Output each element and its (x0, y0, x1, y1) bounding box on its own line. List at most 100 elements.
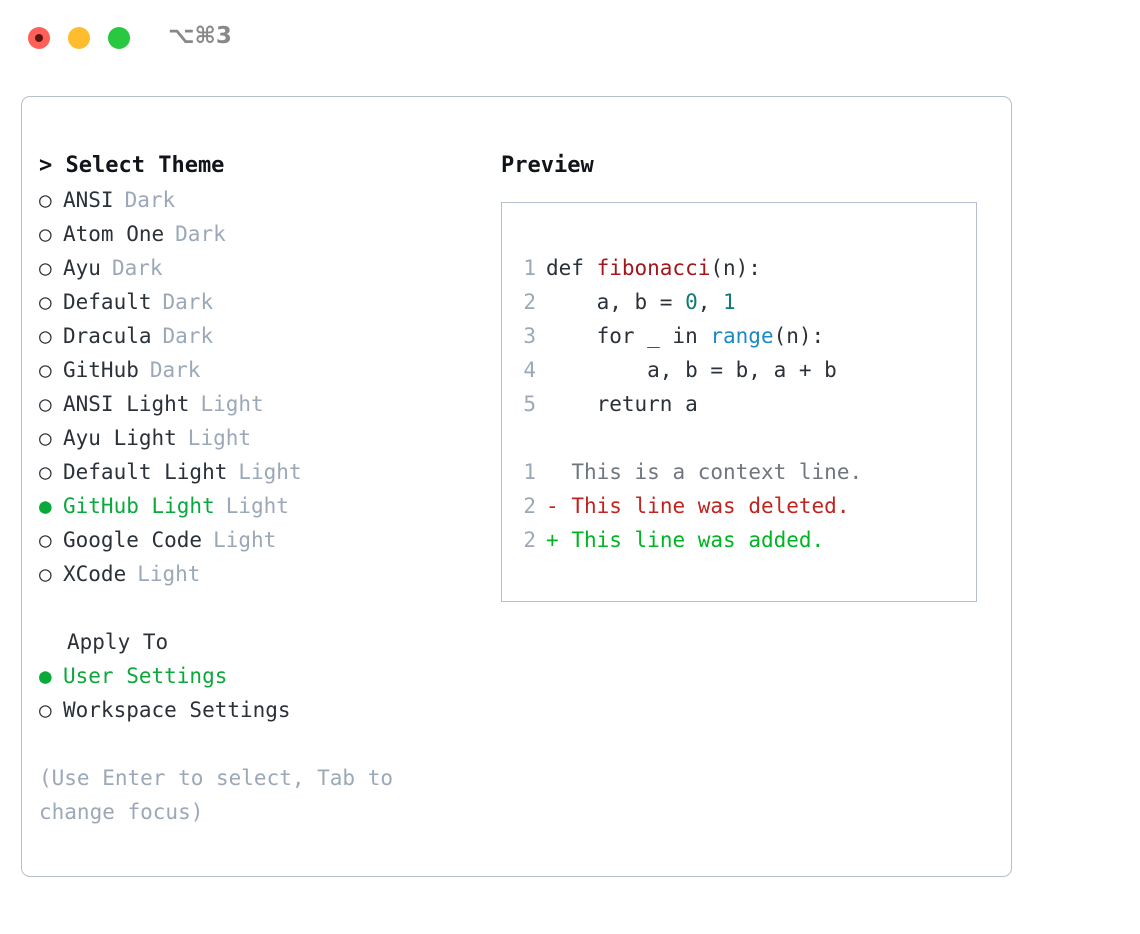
apply-to-list: ● User Settings ○ Workspace Settings (39, 659, 479, 727)
keyboard-shortcut-label: ⌥⌘3 (168, 23, 232, 49)
code-content: return a (546, 387, 698, 421)
code-token-plain: for _ in (546, 324, 711, 348)
diff-line-ctx: 1 This is a context line. (502, 455, 976, 489)
theme-option-tag: Light (200, 392, 264, 416)
code-content: def fibonacci(n): (546, 251, 761, 285)
radio-unselected-icon: ○ (39, 528, 52, 552)
theme-option-tag: Dark (162, 290, 214, 314)
diff-marker: + (546, 528, 559, 552)
apply-to-option-workspace-settings[interactable]: ○ Workspace Settings (39, 693, 479, 727)
code-token-plain: def (546, 256, 597, 280)
apply-to-header: Apply To (67, 630, 169, 654)
title-bar: ⌥⌘3 (0, 0, 1140, 78)
radio-unselected-icon: ○ (39, 358, 52, 382)
theme-option-github-light[interactable]: ● GitHub Light Light (39, 489, 479, 523)
diff-text: This line was deleted. (571, 494, 850, 518)
window-controls (28, 27, 130, 49)
diff-text: This is a context line. (571, 460, 863, 484)
radio-unselected-icon: ○ (39, 562, 52, 586)
line-number: 4 (523, 358, 536, 382)
code-token-plain: return a (546, 392, 698, 416)
code-token-plain: , (697, 290, 724, 314)
radio-unselected-icon: ○ (39, 460, 52, 484)
diff-content: - This line was deleted. (546, 489, 849, 523)
hint-spacer (39, 727, 479, 761)
radio-unselected-icon: ○ (39, 222, 52, 246)
theme-option-ayu-light[interactable]: ○ Ayu Light Light (39, 421, 479, 455)
theme-option-default[interactable]: ○ Default Dark (39, 285, 479, 319)
radio-unselected-icon: ○ (39, 698, 52, 722)
theme-option-label: Default Light (63, 460, 228, 484)
apply-to-option-label: Workspace Settings (63, 698, 291, 722)
apply-to-option-label: User Settings (63, 664, 228, 688)
theme-option-label: Atom One (63, 222, 165, 246)
line-number: 1 (523, 256, 536, 280)
diff-text: This line was added. (571, 528, 825, 552)
code-token-num: 1 (723, 290, 736, 314)
theme-option-label: XCode (63, 562, 127, 586)
diff-sample: 1 This is a context line.2- This line wa… (502, 455, 976, 557)
list-spacer (39, 591, 479, 625)
theme-option-google-code[interactable]: ○ Google Code Light (39, 523, 479, 557)
code-content: a, b = 0, 1 (546, 285, 736, 319)
theme-option-label: Ayu (63, 256, 101, 280)
theme-option-default-light[interactable]: ○ Default Light Light (39, 455, 479, 489)
radio-unselected-icon: ○ (39, 188, 52, 212)
maximize-window-icon[interactable] (108, 27, 130, 49)
theme-option-label: GitHub (63, 358, 139, 382)
theme-option-tag: Light (225, 494, 289, 518)
diff-content: This is a context line. (546, 455, 862, 489)
radio-unselected-icon: ○ (39, 256, 52, 280)
close-window-icon[interactable] (28, 27, 50, 49)
theme-option-label: GitHub Light (63, 494, 215, 518)
radio-selected-icon: ● (39, 494, 52, 518)
theme-option-tag: Light (238, 460, 302, 484)
radio-selected-icon: ● (39, 664, 52, 688)
theme-option-tag: Light (213, 528, 277, 552)
theme-option-github[interactable]: ○ GitHub Dark (39, 353, 479, 387)
theme-option-tag: Light (187, 426, 252, 450)
code-content: for _ in range(n): (546, 319, 825, 353)
diff-marker: - (546, 494, 559, 518)
code-diff-gap (502, 421, 976, 455)
theme-option-label: ANSI (63, 188, 114, 212)
code-token-plain: (n): (773, 324, 825, 348)
diff-line-add: 2 + This line was added. (502, 523, 976, 557)
theme-option-tag: Dark (111, 256, 163, 280)
theme-option-label: Ayu Light (63, 426, 177, 450)
theme-option-atom-one[interactable]: ○ Atom One Dark (39, 217, 479, 251)
theme-option-ayu[interactable]: ○ Ayu Dark (39, 251, 479, 285)
theme-option-tag: Dark (149, 358, 201, 382)
radio-unselected-icon: ○ (39, 426, 52, 450)
code-token-num: 0 (685, 290, 698, 314)
preview-header: Preview (501, 153, 594, 178)
radio-unselected-icon: ○ (39, 324, 52, 348)
line-number: 2 (523, 290, 536, 314)
theme-option-tag: Dark (162, 324, 214, 348)
theme-option-label: Google Code (63, 528, 203, 552)
theme-option-ansi-light[interactable]: ○ ANSI Light Light (39, 387, 479, 421)
radio-unselected-icon: ○ (39, 392, 52, 416)
line-number: 2 (523, 528, 536, 552)
minimize-window-icon[interactable] (68, 27, 90, 49)
radio-unselected-icon: ○ (39, 290, 52, 314)
line-number: 5 (523, 392, 536, 416)
select-theme-header: > Select Theme (39, 153, 225, 178)
code-line: 2 a, b = 0, 1 (502, 285, 976, 319)
code-line: 5 return a (502, 387, 976, 421)
diff-marker (546, 460, 559, 484)
theme-option-tag: Dark (175, 222, 226, 246)
code-token-plain: a, b = b, a + b (546, 358, 837, 382)
code-token-plain: (n): (710, 256, 761, 280)
theme-option-label: Default (63, 290, 152, 314)
apply-to-option-user-settings[interactable]: ● User Settings (39, 659, 479, 693)
theme-option-label: ANSI Light (63, 392, 190, 416)
